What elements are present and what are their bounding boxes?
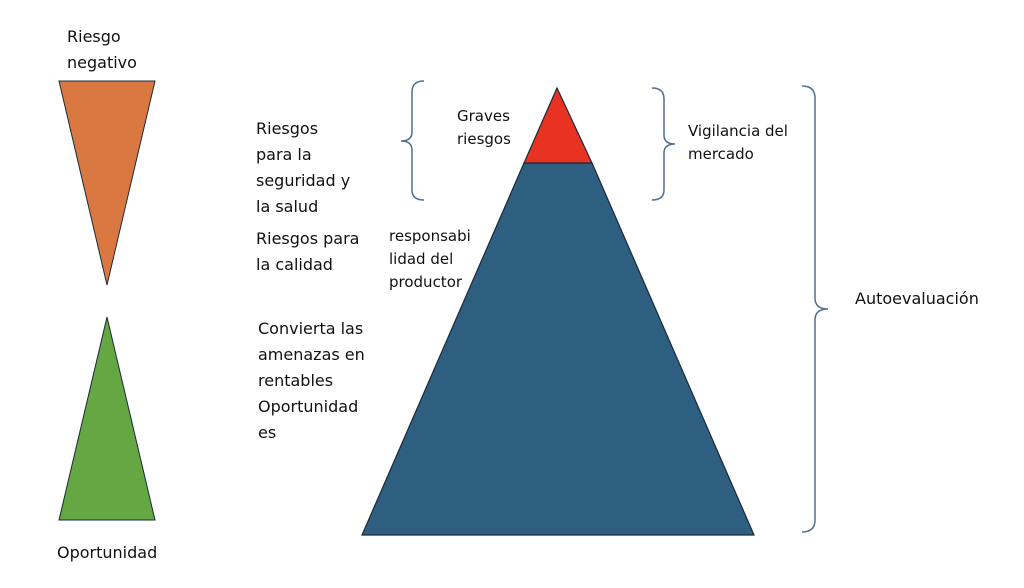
market-surveillance-label: Vigilancia del mercado — [688, 122, 788, 163]
quality-risks-label: Riesgos para la calidad — [256, 229, 360, 274]
convert-threats-label: Convierta las amenazas en rentables Opor… — [258, 319, 365, 442]
self-assessment-label: Autoevaluación — [855, 289, 979, 308]
pyramid-top — [523, 86, 593, 164]
safety-risks-label: Riesgos para la seguridad y la salud — [256, 119, 351, 216]
producer-responsibility-label: responsabi lidad del productor — [389, 227, 471, 291]
opportunity-label: Oportunidad — [57, 543, 158, 562]
negative-risk-triangle — [58, 80, 156, 286]
opportunity-triangle — [58, 316, 156, 521]
right-brace — [651, 87, 676, 201]
self-assessment-brace — [801, 85, 829, 533]
left-brace — [400, 80, 425, 201]
pyramid-base — [361, 162, 755, 536]
negative-risk-label: Riesgo negativo — [67, 27, 137, 72]
serious-risks-label: Graves riesgos — [457, 107, 511, 148]
